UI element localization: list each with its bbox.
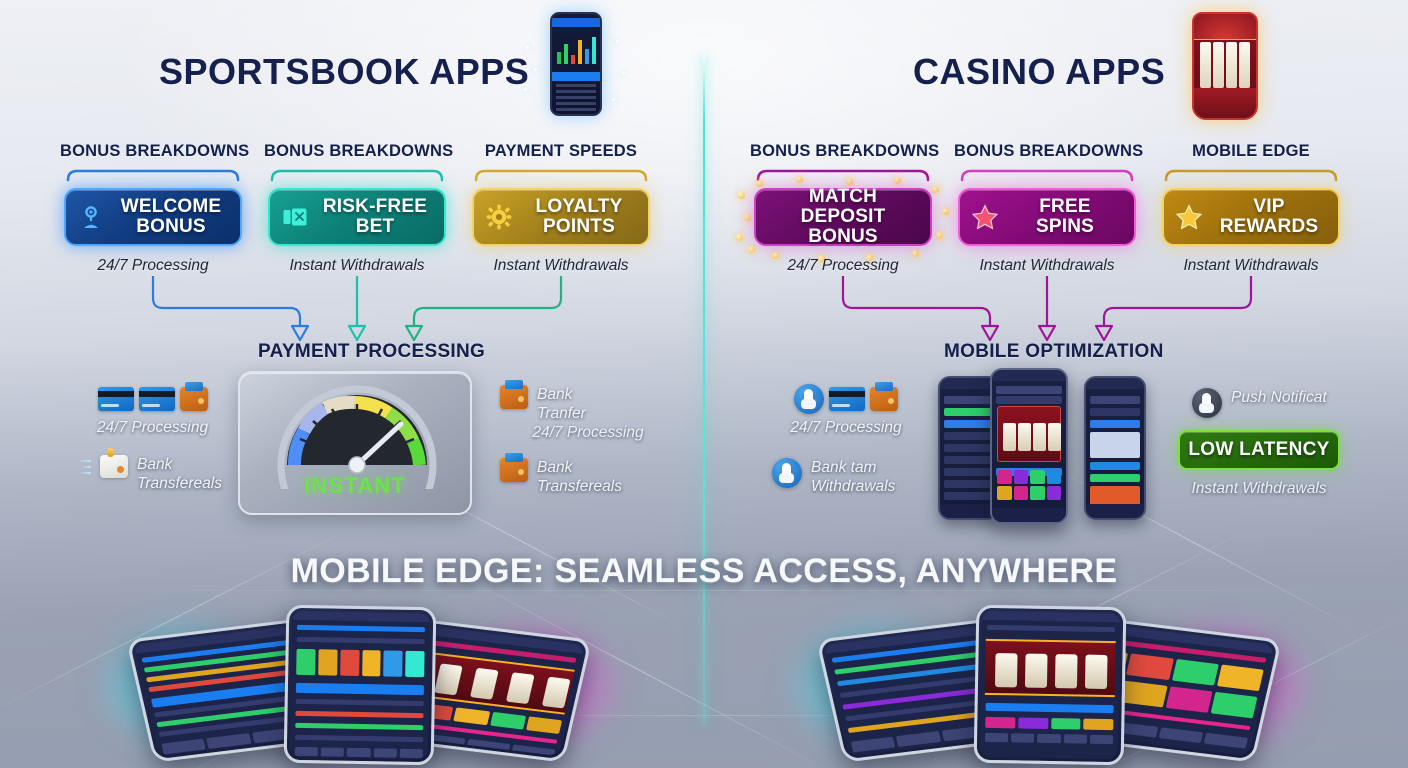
light-wallet-icon xyxy=(100,448,128,478)
feature-left-bank-tranfer: Bank Tranfer xyxy=(500,380,680,423)
bonus-card-welcome-bonus[interactable]: WELCOME BONUS xyxy=(64,188,242,246)
feature-label: 24/7 Processing xyxy=(790,419,902,436)
wallet-icon xyxy=(500,453,528,482)
feature-label: Bank Transfereals xyxy=(137,456,222,492)
connector-arrows-left xyxy=(140,274,570,346)
bracket-left-3 xyxy=(472,168,650,182)
bracket-right-3 xyxy=(1162,168,1340,182)
mobile-optimization-phones xyxy=(938,368,1148,524)
tap-dark-icon xyxy=(1192,388,1222,418)
credit-card-icon xyxy=(97,387,134,411)
bonus-card-label: MATCH DEPOSIT BONUS xyxy=(800,186,886,247)
bonus-card-label: FREE SPINS xyxy=(1035,196,1095,237)
card-caption-left-3: Instant Withdrawals xyxy=(493,257,629,274)
feature-left-processing-note: 24/7 Processing xyxy=(532,424,644,441)
card-caption-left-2: Instant Withdrawals xyxy=(289,257,425,274)
bonus-card-risk-free-bet[interactable]: RISK-FREE BET xyxy=(268,188,446,246)
right-panel-title: CASINO APPS xyxy=(913,51,1166,92)
star-gold-icon xyxy=(1175,204,1203,230)
bonus-card-label: WELCOME BONUS xyxy=(120,196,222,237)
tap-icon xyxy=(794,384,824,414)
card-caption-right-3: Instant Withdrawals xyxy=(1183,257,1319,274)
feature-push-notifications: Push Notificat xyxy=(1192,388,1392,418)
gear-sun-icon xyxy=(486,204,512,230)
gauge-value-label: INSTANT xyxy=(303,473,407,498)
feature-label: 24/7 Processing xyxy=(96,419,209,436)
feature-right-bank-withdrawals: Bank tam Withdrawals xyxy=(772,458,942,496)
card-caption-right-2: Instant Withdrawals xyxy=(979,257,1115,274)
bracket-right-1 xyxy=(754,168,932,182)
card-caption-right-1: 24/7 Processing xyxy=(787,257,899,274)
feature-left-bank-transfer: Bank Transfereals xyxy=(78,448,238,493)
sportsbook-phone-icon xyxy=(520,10,630,120)
phone-mockup-center xyxy=(973,604,1127,766)
bracket-left-2 xyxy=(268,168,446,182)
column-label-right-3: MOBILE EDGE xyxy=(1192,142,1310,160)
casino-phone-cluster xyxy=(800,600,1300,768)
column-label-left-1: BONUS BREAKDOWNS xyxy=(60,142,250,160)
low-latency-badge[interactable]: LOW LATENCY xyxy=(1178,430,1340,470)
tap-icon xyxy=(772,458,802,488)
bonus-card-label: LOYALTY POINTS xyxy=(535,196,623,237)
star-pink-icon xyxy=(971,204,999,230)
bonus-card-vip-rewards[interactable]: VIP REWARDS xyxy=(1162,188,1340,246)
feature-left-processing: 24/7 Processing xyxy=(80,382,225,437)
connector-arrows-right xyxy=(830,274,1260,346)
feature-left-bank-transfereals: Bank Transfereals xyxy=(500,453,680,496)
feature-label: Bank Tranfer xyxy=(537,386,586,422)
credit-card-icon xyxy=(829,387,865,411)
section-title-mobile-optimization: MOBILE OPTIMIZATION xyxy=(944,341,1164,362)
credit-card-icon xyxy=(138,387,175,411)
feature-label: Bank tam Withdrawals xyxy=(811,459,896,495)
bonus-card-free-spins[interactable]: FREE SPINS xyxy=(958,188,1136,246)
bonus-card-label: VIP REWARDS xyxy=(1219,196,1319,237)
column-label-right-1: BONUS BREAKDOWNS xyxy=(750,142,940,160)
center-divider xyxy=(703,55,705,725)
bracket-right-2 xyxy=(958,168,1136,182)
sportsbook-phone-cluster xyxy=(110,600,610,768)
wallet-icon xyxy=(500,380,528,409)
wallet-icon xyxy=(870,382,898,411)
card-caption-left-1: 24/7 Processing xyxy=(97,257,209,274)
user-badge-icon xyxy=(78,204,104,230)
bonus-card-label: RISK-FREE BET xyxy=(322,196,428,237)
bracket-left-1 xyxy=(64,168,242,182)
column-label-left-2: BONUS BREAKDOWNS xyxy=(264,142,454,160)
bottom-banner-title: MOBILE EDGE: SEAMLESS ACCESS, ANYWHERE xyxy=(290,552,1118,590)
feature-label: Bank Transfereals xyxy=(537,459,622,495)
low-latency-label: LOW LATENCY xyxy=(1188,439,1330,460)
feature-label: Push Notificat xyxy=(1231,389,1327,406)
column-label-right-2: BONUS BREAKDOWNS xyxy=(954,142,1144,160)
slot-machine-icon xyxy=(1168,8,1280,126)
bonus-card-loyalty-points[interactable]: LOYALTY POINTS xyxy=(472,188,650,246)
ticket-icon xyxy=(282,204,308,230)
low-latency-caption: Instant Withdrawals xyxy=(1191,480,1327,497)
payment-speed-gauge: INSTANT xyxy=(238,371,472,515)
wallet-icon xyxy=(179,382,208,411)
left-panel-title: SPORTSBOOK APPS xyxy=(159,51,530,92)
phone-mockup-center xyxy=(283,604,437,766)
bonus-card-match-deposit-bonus[interactable]: MATCH DEPOSIT BONUS xyxy=(754,186,932,247)
column-label-left-3: PAYMENT SPEEDS xyxy=(484,142,638,160)
section-title-payment-processing: PAYMENT PROCESSING xyxy=(258,341,486,362)
feature-right-processing: 24/7 Processing xyxy=(772,382,920,437)
speed-lines-icon xyxy=(78,455,91,479)
